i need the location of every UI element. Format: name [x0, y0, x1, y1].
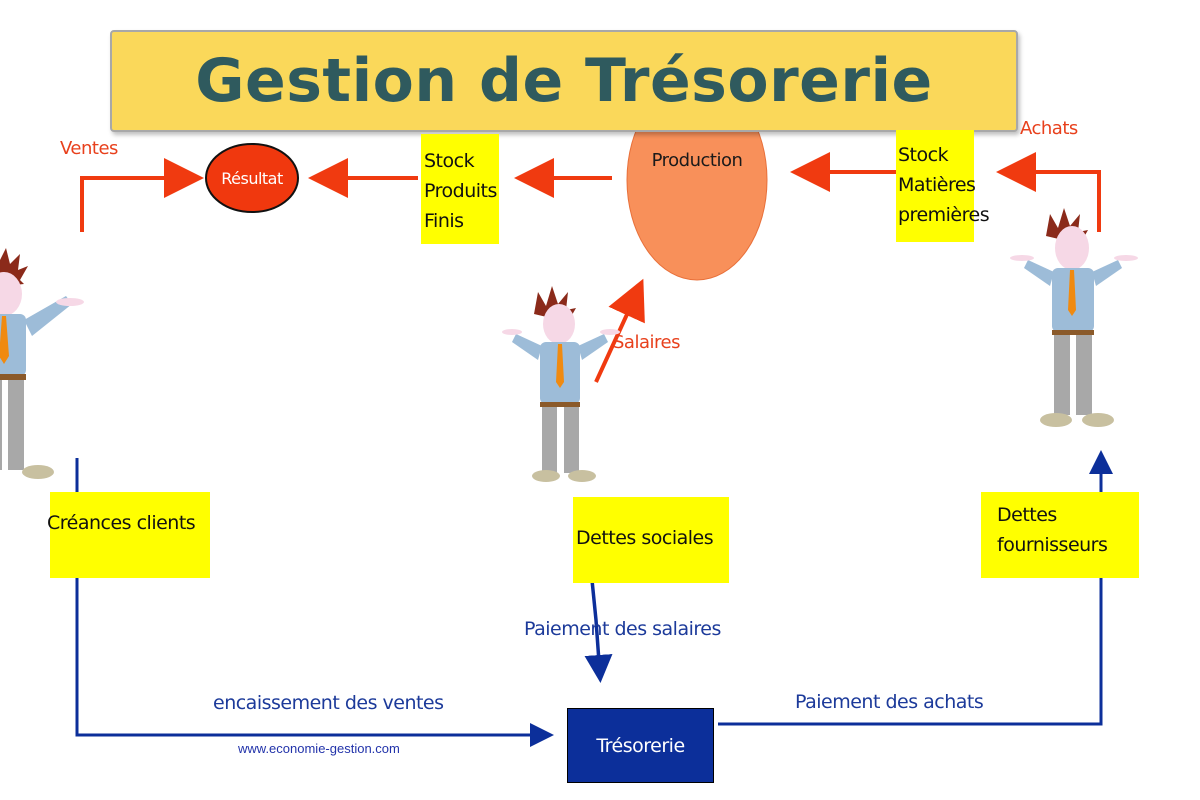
stock-matieres-line-1: Stock	[898, 144, 949, 166]
ventes-arrow	[80, 158, 204, 232]
ventes-label: Ventes	[60, 138, 118, 159]
client-figure-icon	[0, 248, 84, 479]
dettes-fournisseurs-box: Dettes fournisseurs	[981, 492, 1139, 578]
stock-produits-finis-line-1: Stock	[424, 150, 475, 172]
stock-matieres-premieres-box: Stock Matières premières	[896, 130, 990, 242]
stock-produits-finis-line-2: Produits	[424, 180, 497, 202]
resultat-node: Résultat	[206, 144, 298, 212]
creances-clients-box: Créances clients	[47, 492, 210, 578]
paiement-salaires-label: Paiement des salaires	[524, 618, 721, 640]
salaires-arrow	[594, 278, 645, 383]
stock-produits-finis-line-3: Finis	[424, 210, 464, 232]
tresorerie-node: Trésorerie	[567, 708, 714, 783]
encaissement-ventes-label: encaissement des ventes	[213, 692, 444, 714]
production-node: Production	[630, 150, 764, 171]
page-title: Gestion de Trésorerie	[195, 46, 933, 116]
achats-label: Achats	[1020, 118, 1078, 139]
stock-matieres-line-3: premières	[898, 204, 990, 226]
dettes-sociales-label: Dettes sociales	[576, 527, 714, 549]
tresorerie-label: Trésorerie	[596, 734, 685, 757]
dettes-fournisseurs-line-2: fournisseurs	[997, 534, 1108, 556]
stock-matieres-line-2: Matières	[898, 174, 976, 196]
stock-produits-finis-box: Stock Produits Finis	[421, 134, 499, 244]
salaires-label: Salaires	[613, 332, 680, 353]
dettes-sociales-box: Dettes sociales	[573, 497, 729, 583]
production-label: Production	[651, 150, 743, 171]
paiement-achats-label: Paiement des achats	[795, 691, 984, 713]
supplier-figure-icon	[1010, 208, 1138, 427]
creances-clients-label: Créances clients	[47, 512, 196, 534]
employee-figure-icon	[502, 286, 620, 482]
title-banner: Gestion de Trésorerie	[110, 30, 1018, 132]
achats-arrow	[996, 152, 1101, 232]
resultat-node-shape	[205, 143, 299, 213]
source-url: www.economie-gestion.com	[238, 741, 400, 756]
resultat-label: Résultat	[221, 168, 283, 188]
dettes-fournisseurs-line-1: Dettes	[997, 504, 1057, 526]
